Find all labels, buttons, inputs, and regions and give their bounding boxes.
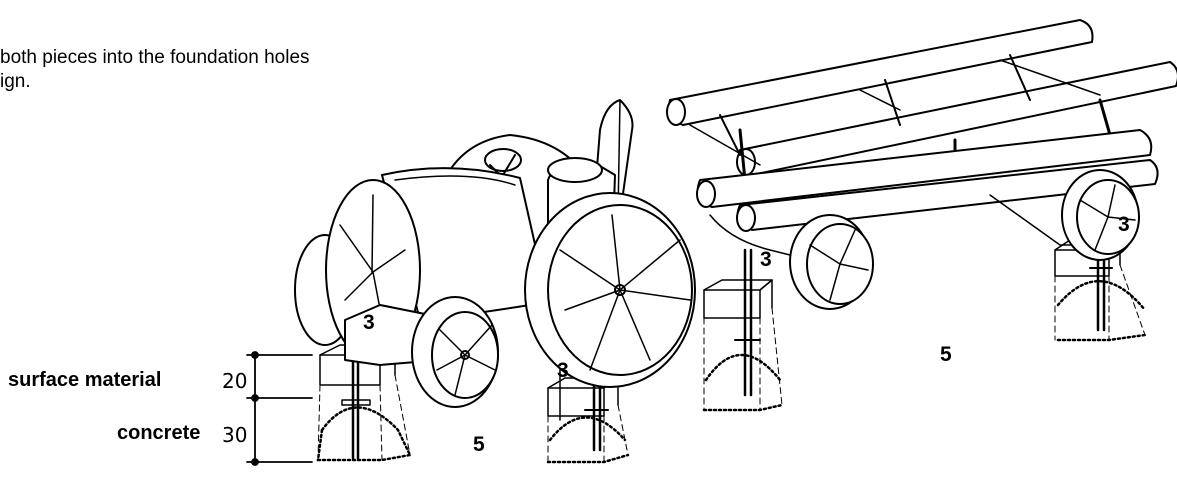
surface-material-label: surface material	[8, 369, 162, 391]
callout-5-tractor: 5	[473, 433, 485, 456]
surface-material-value: 20	[222, 369, 248, 393]
concrete-label: concrete	[117, 422, 201, 444]
callout-5-trailer: 5	[940, 343, 952, 366]
dimension-line	[246, 351, 313, 466]
tractor	[294, 99, 696, 421]
callout-3-trailer-middle: 3	[760, 248, 772, 271]
callout-3-tractor-rear: 3	[557, 359, 569, 382]
instruction-line-2: ign.	[0, 71, 31, 92]
callout-3-tractor-front: 3	[363, 311, 375, 334]
trailer	[666, 19, 1177, 310]
callout-3-trailer-right: 3	[1118, 213, 1130, 236]
instruction-line-1: both pieces into the foundation holes	[0, 47, 310, 68]
concrete-value: 30	[222, 423, 248, 447]
foundation-block-3	[702, 248, 784, 412]
